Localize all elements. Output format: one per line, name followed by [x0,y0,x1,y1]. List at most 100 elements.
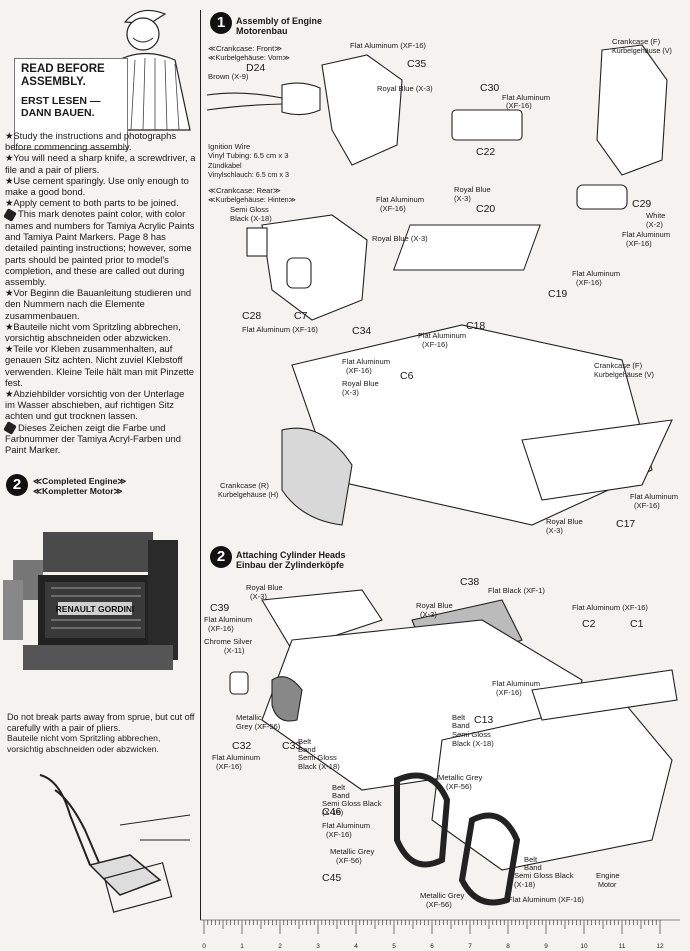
black-x18-label: Black (X-18) [230,214,272,223]
ruler-label-0: 0 [202,943,206,950]
ruler-label-1: 1 [240,943,244,950]
flat-aluminum-label-c39: Flat Aluminum [204,615,253,624]
flat-aluminum-label: Flat Aluminum (XF-16) [350,41,426,50]
flat-aluminum-label-c29: Flat Aluminum [622,230,671,239]
chrome-silver-label: Chrome Silver [204,637,253,646]
part-c45: C45 [322,872,342,884]
part-c29: C29 [632,198,652,210]
step-number-1: 1 [210,12,232,34]
part-c22: C22 [476,146,496,158]
x11-label: (X-11) [224,646,245,655]
xf16-label-c32: (XF-16) [216,762,242,771]
flat-aluminum-label-bottom: Flat Aluminum (XF-16) [508,895,584,904]
xf56-label-3: (XF-56) [426,900,452,909]
part-c19: C19 [548,288,568,300]
belt-label-2: Belt [452,713,466,722]
x3-label-c17: (X-3) [546,526,563,535]
part-c30: C30 [480,82,500,94]
sprue-warning: Do not break parts away from sprue, but … [7,712,197,754]
band-label-2: Band [452,721,470,730]
note-de-paint-text: Dieses Zeichen zeigt die Farbe und Farbn… [5,421,181,456]
black-x18-label-2: Black (X-18) [452,739,494,748]
completed-engine-photo: RENAULT GORDINI [3,520,193,690]
ignition-wire-label: Ignition Wire [208,142,251,151]
flat-aluminum-label-c32: Flat Aluminum [212,753,261,762]
flat-aluminum-label-c46: Flat Aluminum [322,821,371,830]
x2-label: (X-2) [646,220,663,229]
assembly-diagram: 1 Assembly of Engine Motorenbau ≪Crankca… [202,0,690,920]
ruler-label-11: 11 [619,943,626,950]
part-c2: C2 [582,618,596,630]
part-c38: C38 [460,576,480,588]
engine-plate-text: RENAULT GORDINI [56,604,135,614]
royal-blue-label-c6: Royal Blue [342,379,379,388]
note-study: ★Study the instructions and photographs … [5,130,177,153]
royal-blue-label-c17: Royal Blue [546,517,583,526]
part-c20: C20 [476,203,496,215]
part-c17: C17 [616,518,636,530]
part-d24: D24 [246,62,266,74]
part-c28: C28 [242,310,262,322]
ruler-label-9: 9 [544,943,548,950]
semi-gloss-black-label-4: Semi Gloss Black [514,871,574,880]
step-number-completed: 2 [6,474,28,496]
flat-aluminum-label-mid: Flat Aluminum [492,679,541,688]
xf16-label-c17: (XF-16) [634,501,660,510]
mechanic-illustration [99,9,191,131]
royal-blue-label: Royal Blue (X-3) [377,84,433,93]
part-c6: C6 [400,370,414,382]
note-paint-text: This mark denotes paint color, with colo… [5,208,195,287]
crankcase-f-label: Crankcase (F) [594,361,643,370]
vinyl-tubing-label: Vinyl Tubing: 6.5 cm x 3 [208,151,289,160]
xf56-label-1: (XF-56) [446,782,472,791]
crankcase-r-label: Crankcase (R) [220,481,269,490]
metallic-grey-label-1: Metallic Grey [438,773,483,782]
step2-title: Attaching Cylinder Heads Einbau der Zyli… [236,550,346,570]
completed-title-de: ≪Kompletter Motor≫ [33,486,123,496]
xf16-label-c46: (XF-16) [326,830,352,839]
xf16-label-c19: (XF-16) [576,278,602,287]
note-de-1: ★Vor Beginn die Bauanleitung studieren u… [5,287,192,321]
note-de-2: ★Bauteile nicht vom Spritzling abbrechen… [5,320,181,343]
note-de-3: ★Teile vor Kleben zusammenhalten, auf ge… [5,343,194,388]
xf16-label-rear: (XF-16) [380,204,406,213]
completed-title-en: ≪Completed Engine≫ [33,476,127,486]
read-before-banner: READ BEFORE ASSEMBLY. ERST LESEN — DANN … [14,58,128,150]
flat-black-label: Flat Black (XF-1) [488,586,545,595]
royal-blue-label-rear: Royal Blue (X-3) [372,234,428,243]
vinylschlauch-label: Vinylschlauch: 6.5 cm x 3 [208,170,289,179]
banner-english: READ BEFORE ASSEMBLY. [21,63,105,88]
engine-label: Engine [596,871,620,880]
part-c39: C39 [210,602,230,614]
x3-label-c6: (X-3) [342,388,359,397]
step1-title-en: Assembly of Engine [236,16,323,26]
part-c1: C1 [630,618,644,630]
ruler-label-4: 4 [354,943,358,950]
note-de-paint: Dieses Zeichen zeigt die Farbe und Farbn… [3,421,196,456]
ruler-label-12: 12 [656,943,664,950]
semi-gloss-label-2: Semi Gloss [452,730,491,739]
x3-label-c22: (X-3) [454,194,471,203]
step2-title-de: Einbau der Zylinderköpfe [236,560,345,570]
semi-gloss-label: Semi Gloss [230,205,269,214]
motor-label: Motor [598,880,617,889]
pliers-illustration [39,774,191,913]
flat-aluminum-label-c6: Flat Aluminum [342,357,391,366]
note-apply: ★Apply cement to both parts to be joined… [5,197,179,209]
x18-label-3: (X-18) [322,808,344,817]
xf16-label-c29: (XF-16) [626,239,652,248]
xf16-label-c18: (XF-16) [422,340,448,349]
step1-title-de: Motorenbau [236,26,288,36]
belt-label-1: Belt [298,737,312,746]
royal-blue-label-c22: Royal Blue [454,185,491,194]
xf16-label-mid: (XF-16) [496,688,522,697]
note-de-4: ★Abziehbilder vorsichtig von der Unterla… [5,387,185,422]
black-x18-label-1: Black (X-18) [298,762,340,771]
metallic-label: Metallic [236,713,262,722]
part-c35: C35 [407,58,427,70]
zundkabel-label: Zündkabel [208,161,242,170]
diagram-artwork [206,44,678,906]
xf56-label-2: (XF-56) [336,856,362,865]
flat-aluminum-label-c17: Flat Aluminum [630,492,679,501]
step-number-2: 2 [210,546,232,568]
